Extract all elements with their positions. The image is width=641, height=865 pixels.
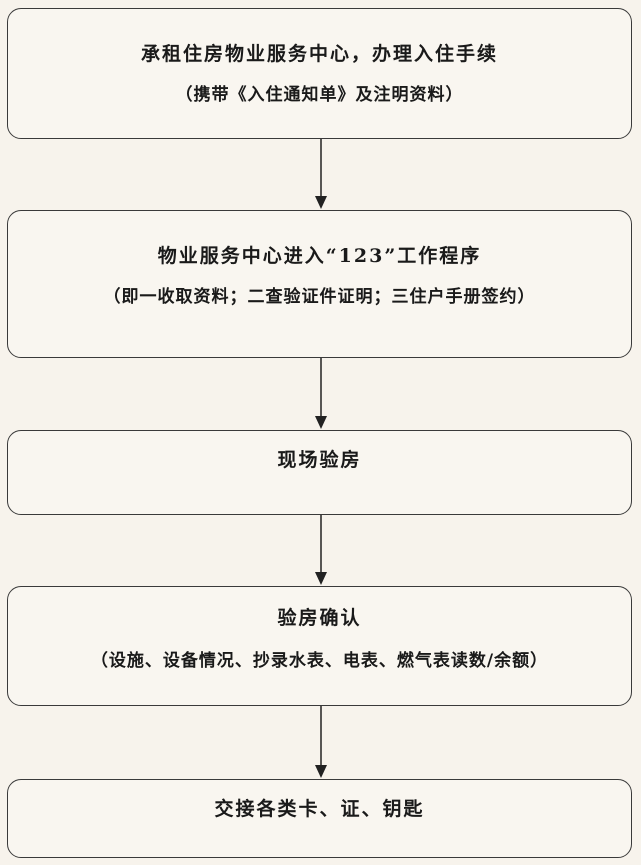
step-1-title: 承租住房物业服务中心，办理入住手续	[140, 43, 498, 65]
flow-step-1: 承租住房物业服务中心，办理入住手续 （携带《入住通知单》及注明资料）	[7, 8, 632, 139]
flow-step-3: 现场验房	[7, 430, 632, 515]
step-4-title: 验房确认	[277, 607, 362, 629]
arrow-4-to-5	[315, 706, 327, 778]
flow-step-2: 物业服务中心进入“123”工作程序 （即一收取资料；二查验证件证明；三住户手册签…	[7, 210, 632, 358]
step-4-note: （设施、设备情况、抄录水表、电表、燃气表读数/余额）	[90, 651, 549, 671]
flow-step-5: 交接各类卡、证、钥匙	[7, 779, 632, 858]
arrow-3-to-4	[315, 515, 327, 585]
step-2-title: 物业服务中心进入“123”工作程序	[157, 245, 482, 267]
arrow-1-to-2	[315, 139, 327, 209]
step-1-note: （携带《入住通知单》及注明资料）	[175, 85, 464, 105]
step-5-title: 交接各类卡、证、钥匙	[214, 798, 425, 820]
arrow-2-to-3	[315, 358, 327, 429]
step-2-note: （即一收取资料；二查验证件证明；三住户手册签约）	[103, 287, 536, 307]
flow-step-4: 验房确认 （设施、设备情况、抄录水表、电表、燃气表读数/余额）	[7, 586, 632, 706]
step-3-title: 现场验房	[277, 449, 362, 471]
